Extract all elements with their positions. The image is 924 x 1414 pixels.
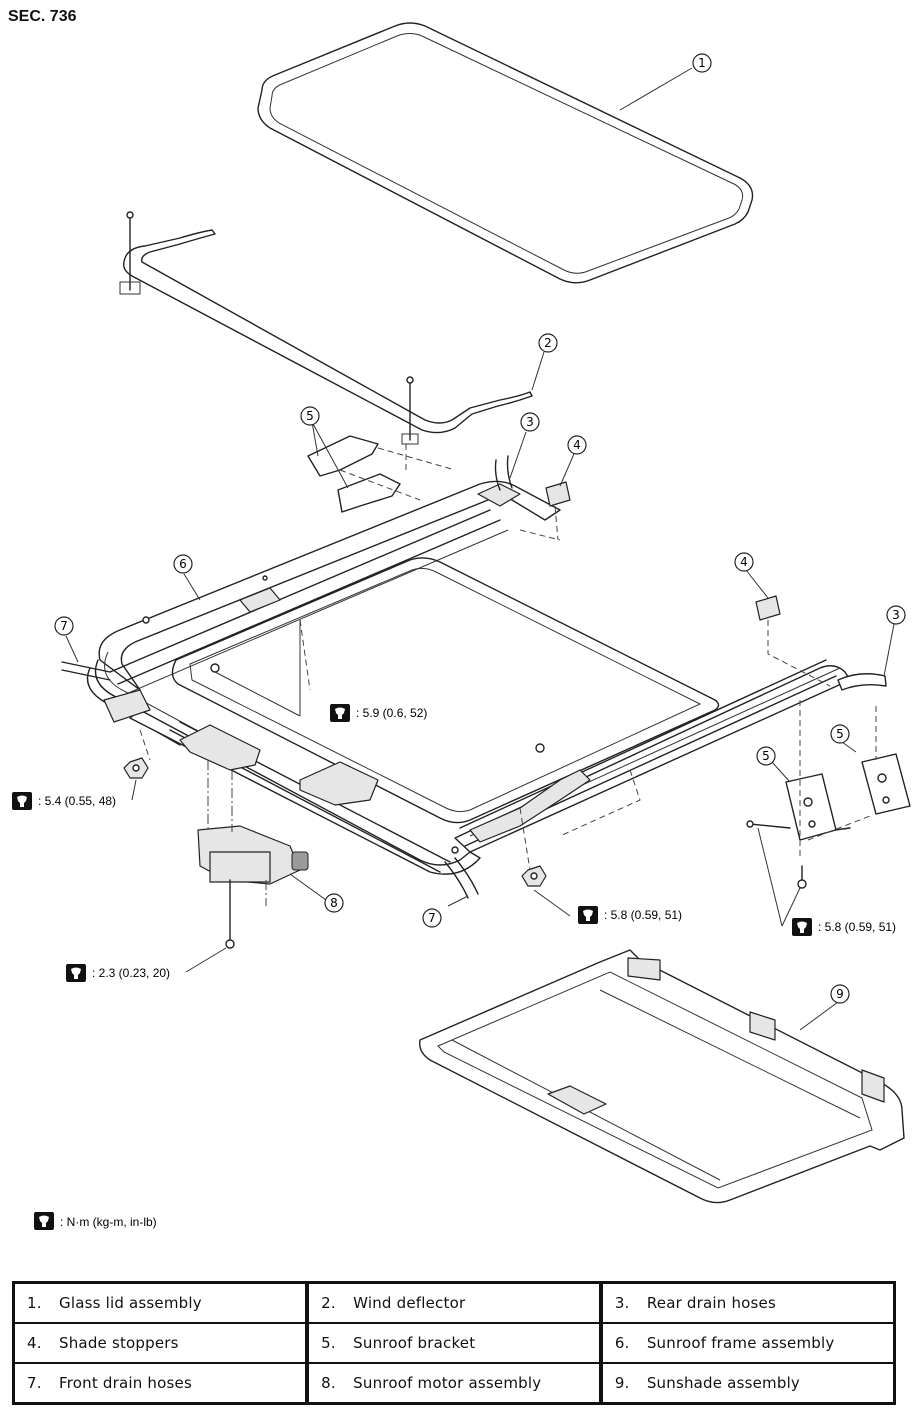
- callout-7-left: 7: [54, 616, 74, 636]
- table-row: 4. Shade stoppers 5. Sunroof bracket 6. Sun…: [12, 1322, 896, 1364]
- callout-3-top: 3: [520, 412, 540, 432]
- nut-center: [521, 865, 547, 887]
- torque-legend-text: : N·m (kg-m, in-lb): [60, 1215, 157, 1229]
- part-name: Front drain hoses: [59, 1374, 192, 1392]
- part-cell: 7. Front drain hoses: [12, 1362, 309, 1405]
- callout-2-label: 2: [544, 336, 552, 350]
- part-cell: 4. Shade stoppers: [12, 1322, 309, 1364]
- section-title: SEC. 736: [8, 8, 77, 25]
- part-cell: 3. Rear drain hoses: [598, 1281, 896, 1324]
- torque-wrench-icon: [12, 792, 32, 810]
- torque-spec-1: : 5.9 (0.6, 52): [330, 704, 427, 722]
- callout-9: 9: [830, 984, 850, 1004]
- callout-7-left-label: 7: [60, 619, 68, 633]
- bolts-right: [746, 820, 851, 889]
- part-name: Rear drain hoses: [646, 1294, 776, 1312]
- callout-4-top-label: 4: [573, 438, 581, 452]
- exploded-parts-diagram: 1 2 3 4 5 6 7 4 3 5 5 8: [12, 22, 911, 1230]
- front-drain-hoses: [61, 661, 479, 899]
- callout-5-right-a: 5: [830, 724, 850, 744]
- torque-spec-2: : 5.4 (0.55, 48): [12, 792, 116, 810]
- part-name: Shade stoppers: [59, 1334, 179, 1352]
- part-cell: 1. Glass lid assembly: [12, 1281, 309, 1324]
- part-name: Sunshade assembly: [646, 1374, 801, 1392]
- part-cell: 9. Sunshade assembly: [598, 1362, 896, 1405]
- wind-deflector: [119, 211, 533, 445]
- table-row: 1. Glass lid assembly 2. Wind deflector 3.…: [12, 1281, 896, 1324]
- callout-3-top-label: 3: [526, 415, 534, 429]
- part-name: Wind deflector: [353, 1294, 466, 1312]
- callout-6-label: 6: [179, 557, 187, 571]
- table-row: 7. Front drain hoses 8. Sunroof motor asse…: [12, 1362, 896, 1405]
- callout-4-right-label: 4: [740, 555, 748, 569]
- part-name: Sunroof motor assembly: [353, 1374, 542, 1392]
- callout-4-right: 4: [734, 552, 754, 572]
- torque-spec-5-text: : 2.3 (0.23, 20): [92, 966, 170, 980]
- callout-2: 2: [538, 333, 558, 353]
- part-number: 2.: [321, 1294, 336, 1312]
- torque-wrench-icon: [66, 964, 86, 982]
- callout-1-label: 1: [698, 56, 706, 70]
- sunroof-bracket-right: [785, 753, 911, 841]
- callout-3-right-label: 3: [892, 608, 900, 622]
- glass-lid-assembly: [257, 22, 754, 284]
- callout-7-bottom-label: 7: [428, 911, 436, 925]
- alignment-lines: [139, 444, 877, 906]
- torque-wrench-icon: [792, 918, 812, 936]
- sunroof-bracket-top: [307, 435, 401, 513]
- callout-9-label: 9: [836, 987, 844, 1001]
- callout-4-top: 4: [567, 435, 587, 455]
- torque-spec-3-text: : 5.8 (0.59, 51): [604, 908, 682, 922]
- torque-spec-3: : 5.8 (0.59, 51): [578, 906, 682, 924]
- sunroof-motor-assembly: [197, 825, 309, 949]
- nut-left: [123, 757, 149, 779]
- callout-5-right-b-label: 5: [762, 749, 770, 763]
- part-number: 7.: [27, 1374, 42, 1392]
- torque-spec-1-text: : 5.9 (0.6, 52): [356, 706, 427, 720]
- callout-3-right: 3: [886, 605, 906, 625]
- torque-spec-2-text: : 5.4 (0.55, 48): [38, 794, 116, 808]
- part-cell: 2. Wind deflector: [305, 1281, 602, 1324]
- rear-drain-hose: [494, 455, 513, 491]
- callout-6: 6: [173, 554, 193, 574]
- sunshade-assembly: [419, 949, 905, 1204]
- torque-legend: : N·m (kg-m, in-lb): [34, 1212, 157, 1230]
- torque-spec-4: : 5.8 (0.59, 51): [792, 918, 896, 936]
- part-number: 3.: [614, 1294, 630, 1312]
- sunroof-frame-assembly: [86, 480, 887, 875]
- part-number: 1.: [27, 1294, 42, 1312]
- part-cell: 5. Sunroof bracket: [305, 1322, 602, 1364]
- part-number: 6.: [614, 1334, 630, 1352]
- part-name: Sunroof frame assembly: [646, 1334, 835, 1352]
- shade-stoppers: [545, 481, 781, 621]
- callout-5-top-label: 5: [306, 409, 314, 423]
- leader-lines: [65, 67, 895, 1031]
- part-name: Glass lid assembly: [59, 1294, 202, 1312]
- callout-8: 8: [324, 893, 344, 913]
- torque-wrench-icon: [578, 906, 598, 924]
- part-name: Sunroof bracket: [353, 1334, 476, 1352]
- part-number: 9.: [614, 1374, 630, 1392]
- torque-spec-4-text: : 5.8 (0.59, 51): [818, 920, 896, 934]
- torque-spec-5: : 2.3 (0.23, 20): [66, 964, 170, 982]
- callout-5-right-b: 5: [756, 746, 776, 766]
- part-number: 5.: [321, 1334, 336, 1352]
- part-cell: 8. Sunroof motor assembly: [305, 1362, 602, 1405]
- callout-1: 1: [692, 53, 712, 73]
- torque-wrench-icon: [330, 704, 350, 722]
- parts-list-table: 1. Glass lid assembly 2. Wind deflector 3.…: [12, 1281, 896, 1405]
- callout-8-label: 8: [330, 896, 338, 910]
- callout-5-top: 5: [300, 406, 320, 426]
- part-number: 4.: [27, 1334, 42, 1352]
- callout-5-right-a-label: 5: [836, 727, 844, 741]
- part-number: 8.: [321, 1374, 336, 1392]
- callout-7-bottom: 7: [422, 908, 442, 928]
- part-cell: 6. Sunroof frame assembly: [598, 1322, 896, 1364]
- torque-wrench-icon: [34, 1212, 54, 1230]
